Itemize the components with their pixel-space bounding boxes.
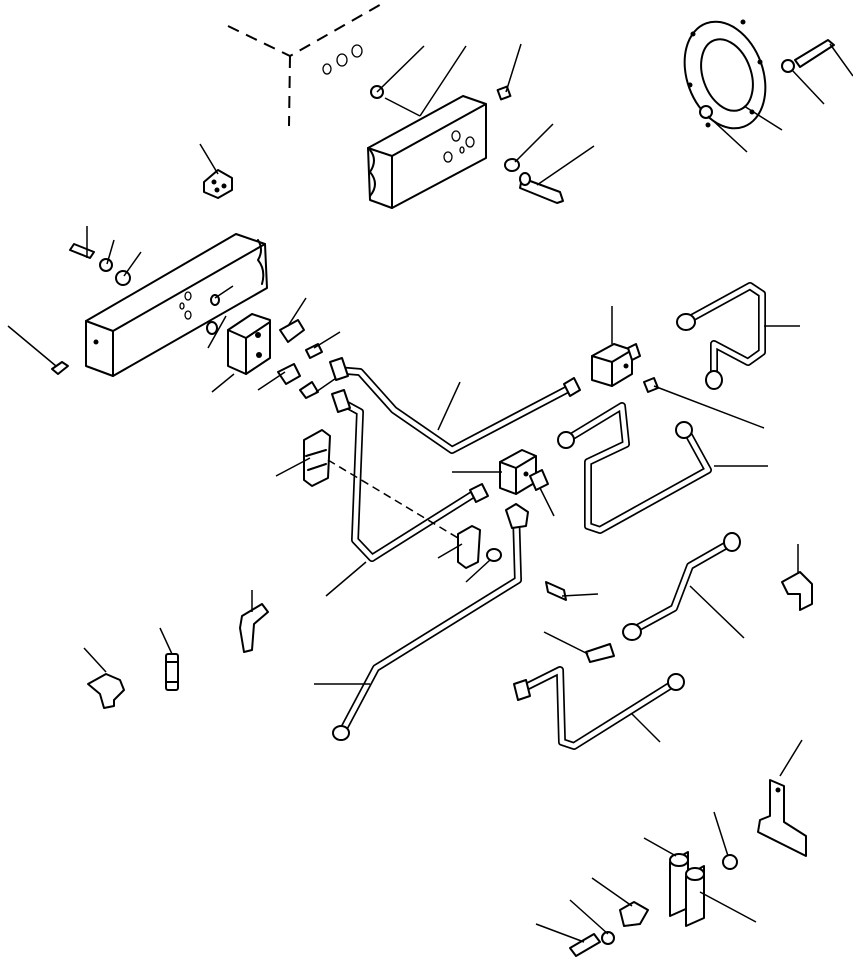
elbow-fitting-mid (239, 590, 269, 653)
clip-bracket-upper (275, 429, 479, 551)
pipe-s-bend (314, 503, 529, 741)
flange-plate (683, 19, 853, 153)
pipe-upper-right-loop (676, 282, 800, 390)
pipe-mid-right-loop (557, 402, 768, 534)
tee-block (452, 449, 555, 517)
pipe-lower-long (325, 389, 489, 597)
pipe-clamp-pair (535, 739, 807, 957)
elbow-fitting-right (781, 544, 813, 611)
straight-adapter (159, 627, 179, 691)
mounting-bracket (227, 1, 595, 209)
clip-bracket-lower (437, 525, 599, 601)
pipe-front-offset (543, 532, 745, 663)
elbow-fitting-left (83, 647, 125, 709)
lower-mounting-beam (7, 226, 268, 377)
nut-cluster (199, 143, 233, 199)
manifold-block-left (211, 297, 343, 399)
pipe-upper-long (329, 357, 581, 454)
manifold-block-right (591, 306, 765, 429)
pipe-bottom-u (513, 666, 685, 750)
